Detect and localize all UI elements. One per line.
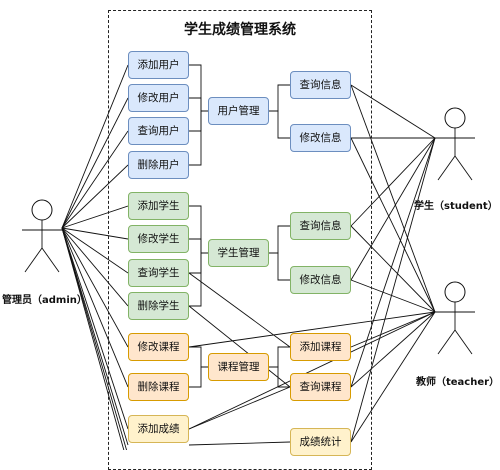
admin-association (61, 227, 129, 430)
admin-actor-right-leg (41, 247, 60, 273)
add-course-node[interactable]: 添加课程 (290, 333, 351, 361)
admin-association (61, 227, 129, 240)
admin-association (61, 227, 129, 348)
delete-course-node[interactable]: 删除课程 (128, 373, 189, 401)
teacher-association (350, 311, 436, 388)
admin-association (61, 227, 129, 307)
function-to-module (189, 366, 208, 388)
admin-association (61, 227, 125, 450)
admin-actor-label: 管理员（admin） (2, 295, 87, 306)
edit-user-node[interactable]: 修改用户 (128, 84, 189, 112)
admin-association (61, 227, 129, 446)
use-case-diagram: 学生成绩管理系统 添加用户 修改用户 查询用户 删除用户 添加学生 修改学生 查… (2, 10, 500, 470)
student-association (350, 137, 436, 227)
function-to-module (189, 110, 208, 166)
edit-info-node-1[interactable]: 修改信息 (290, 124, 351, 152)
student-association (350, 84, 436, 139)
add-student-node[interactable]: 添加学生 (128, 192, 189, 220)
connector-lines (22, 64, 475, 450)
teacher-association (350, 311, 436, 443)
query-course-node[interactable]: 查询课程 (290, 373, 351, 401)
delete-user-node[interactable]: 删除用户 (128, 151, 189, 179)
admin-actor-head (31, 199, 53, 221)
teacher-actor-right-leg (454, 329, 473, 355)
cross-link (188, 305, 291, 388)
teacher-association (350, 84, 436, 313)
teacher-association (350, 279, 436, 313)
teacher-association (188, 311, 436, 348)
teacher-association (350, 137, 436, 313)
edit-course-node[interactable]: 修改课程 (128, 333, 189, 361)
teacher-actor-left-leg (437, 329, 456, 355)
course-mgmt-node[interactable]: 课程管理 (208, 353, 269, 381)
admin-association (61, 64, 129, 229)
student-actor-right-leg (454, 155, 473, 181)
delete-student-node[interactable]: 删除学生 (128, 292, 189, 320)
module-to-item (269, 252, 290, 281)
admin-association (61, 227, 129, 274)
admin-association (61, 97, 129, 229)
admin-association (61, 205, 129, 229)
teacher-association (350, 311, 436, 348)
query-student-node[interactable]: 查询学生 (128, 259, 189, 287)
function-to-module (189, 252, 208, 307)
edit-student-node[interactable]: 修改学生 (128, 225, 189, 253)
student-actor-label: 学生（student） (414, 201, 498, 212)
teacher-association (350, 225, 436, 313)
teacher-actor-label: 教师（teacher） (416, 377, 500, 388)
user-mgmt-node[interactable]: 用户管理 (208, 97, 269, 125)
student-association (350, 137, 436, 281)
teacher-actor-head (444, 281, 466, 303)
query-info-node-2[interactable]: 查询信息 (290, 212, 351, 240)
admin-association (61, 227, 129, 388)
add-score-node[interactable]: 添加成绩 (128, 415, 189, 443)
module-to-item (269, 110, 290, 139)
query-user-node[interactable]: 查询用户 (128, 117, 189, 145)
teacher-association (188, 311, 436, 430)
student-association (350, 137, 436, 443)
cross-link (188, 386, 291, 430)
edit-info-node-2[interactable]: 修改信息 (290, 266, 351, 294)
query-info-node-1[interactable]: 查询信息 (290, 71, 351, 99)
student-actor-head (444, 107, 466, 129)
admin-actor-left-leg (24, 247, 43, 273)
score-stats-node[interactable]: 成绩统计 (290, 428, 351, 456)
system-title: 学生成绩管理系统 (184, 22, 296, 38)
admin-association (61, 164, 129, 229)
cross-link (188, 441, 291, 446)
student-mgmt-node[interactable]: 学生管理 (208, 239, 269, 267)
add-user-node[interactable]: 添加用户 (128, 51, 189, 79)
admin-association (61, 130, 129, 229)
student-actor-left-leg (437, 155, 456, 181)
